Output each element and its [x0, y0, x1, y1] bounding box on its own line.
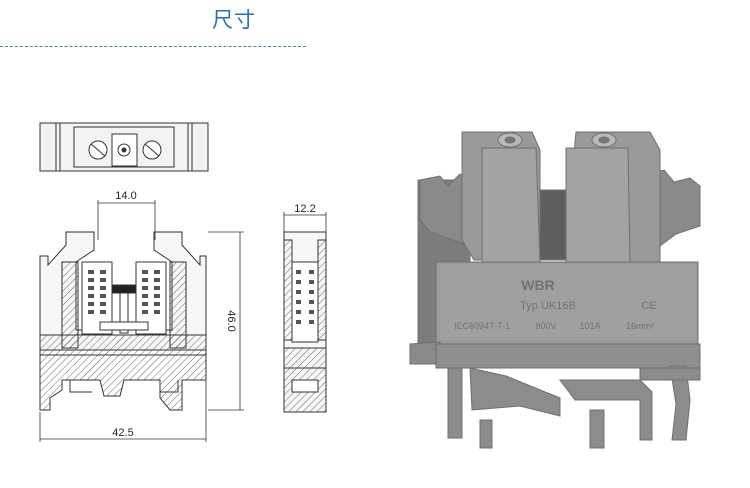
section-divider [0, 46, 306, 47]
product-photo [409, 131, 701, 449]
dim-height: 46.0 [225, 310, 237, 331]
product-brand: WBR [521, 277, 554, 293]
side-dimensions [283, 212, 327, 232]
dim-total-width: 42.5 [112, 427, 133, 439]
product-model: Typ UK16B [520, 300, 576, 312]
section-title: 尺寸 [212, 9, 256, 32]
side-view [283, 231, 327, 413]
cert-mark: CE [641, 300, 656, 312]
front-dimensions [39, 200, 244, 442]
product-current: 101A [579, 321, 600, 331]
dim-side-width: 12.2 [294, 203, 315, 215]
product-voltage: 800V [535, 321, 556, 331]
product-standard: IEC60947-7-1 [454, 321, 510, 331]
product-section: 16mm² [626, 321, 654, 331]
front-view [39, 231, 207, 411]
dim-top-width: 14.0 [115, 190, 136, 202]
top-view [39, 122, 209, 172]
